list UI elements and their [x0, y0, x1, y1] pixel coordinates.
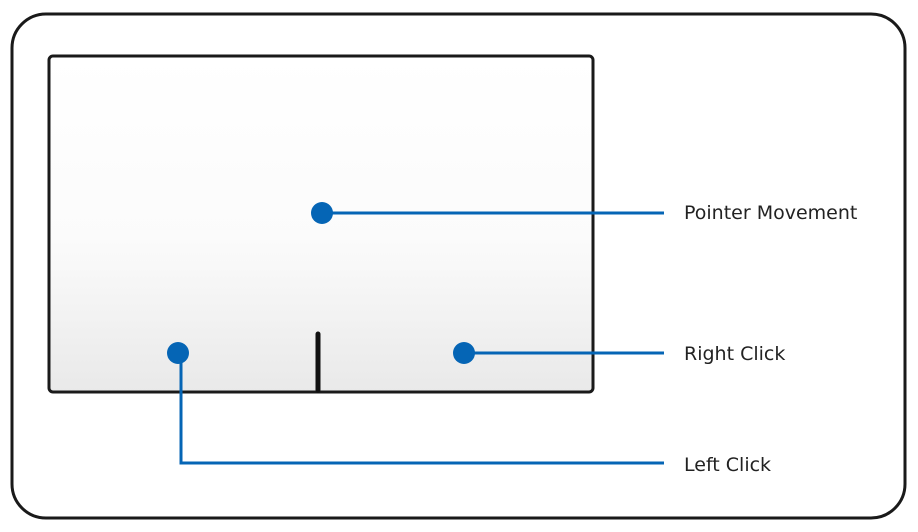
callout-right-click: Right Click: [453, 342, 785, 365]
callout-left-click: Left Click: [167, 342, 771, 476]
right-click-label: Right Click: [684, 343, 785, 365]
pointer-movement-dot: [311, 202, 333, 224]
left-click-dot: [167, 342, 189, 364]
callout-pointer-movement: Pointer Movement: [311, 202, 857, 224]
right-click-dot: [453, 342, 475, 364]
left-click-label: Left Click: [684, 454, 771, 476]
touchpad-surface: [47, 54, 595, 394]
pointer-movement-label: Pointer Movement: [684, 202, 857, 224]
